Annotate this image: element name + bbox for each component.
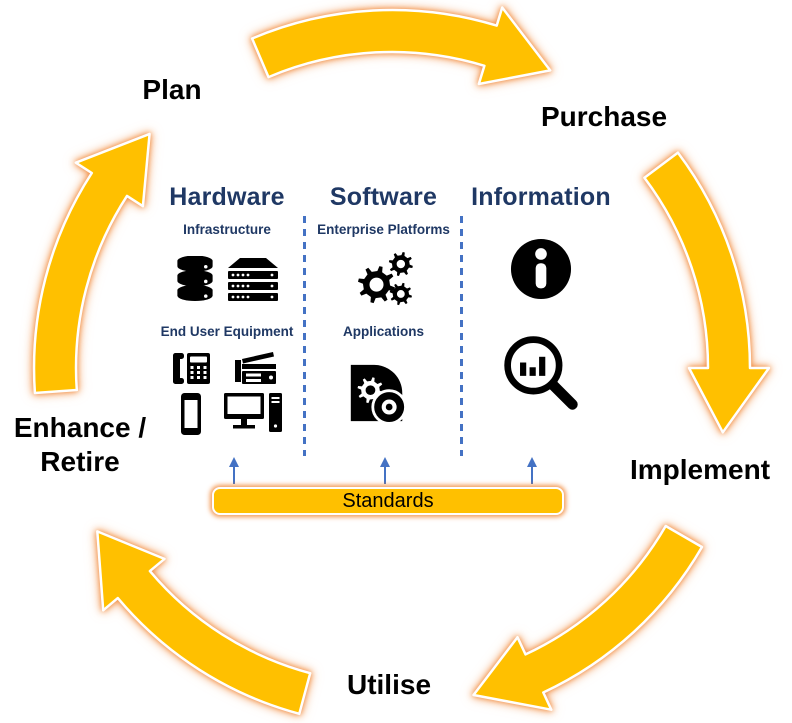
stage-label-implement: Implement — [629, 454, 771, 485]
info-icon — [510, 238, 572, 300]
column-separator-dashed-line — [303, 216, 306, 456]
search-analytics-icon — [504, 336, 578, 410]
desk-phone-icon — [173, 352, 210, 384]
section-label-infrastructure: Infrastructure — [183, 222, 271, 237]
cycle-arrow-plan-to-purchase — [250, 6, 552, 86]
section-label-end-user-equipment: End User Equipment — [160, 324, 294, 339]
stage-label-utilise: Utilise — [346, 669, 432, 700]
cycle-arrow-purchase-to-implement — [643, 151, 771, 434]
enterprise-platforms-icons — [306, 243, 461, 315]
column-title-hardware: Hardware — [169, 183, 285, 211]
standards-arrow-to-hardware — [229, 457, 239, 484]
column-separator-dashed-line — [460, 216, 463, 456]
column-title-software: Software — [329, 183, 438, 211]
section-label-applications: Applications — [342, 324, 424, 339]
desktop-computer-icon — [224, 393, 282, 432]
smartphone-icon — [181, 393, 201, 435]
enhance-retire-line1: Enhance / — [13, 412, 147, 443]
server-rack-icon — [228, 257, 278, 301]
column-title-information: Information — [471, 183, 611, 211]
section-label-enterprise-platforms: Enterprise Platforms — [317, 222, 450, 237]
stage-label-plan: Plan — [142, 74, 202, 105]
gears-icon — [357, 252, 413, 306]
end-user-equipment-icons — [150, 345, 304, 441]
cycle-arrow-utilise-to-enhance-retire — [96, 530, 312, 716]
application-media-icon — [350, 364, 406, 425]
cycle-arrow-enhance-retire-to-plan — [32, 132, 151, 395]
column-software: Software Enterprise Platforms Applicatio… — [306, 183, 461, 441]
copier-printer-icon — [234, 352, 276, 384]
column-hardware: Hardware Infrastructure End Use — [150, 183, 304, 441]
cycle-arrow-implement-to-utilise — [472, 524, 704, 711]
enhance-retire-line2: Retire — [40, 446, 120, 477]
stage-label-purchase: Purchase — [540, 101, 668, 132]
infrastructure-icons — [150, 243, 304, 315]
standards-arrow-to-software — [380, 457, 390, 484]
standards-bar: Standards — [212, 487, 564, 515]
standards-label: Standards — [342, 489, 434, 512]
applications-icons — [306, 345, 461, 441]
stage-label-enhance-retire: Enhance / Retire — [14, 411, 146, 479]
column-information: Information — [462, 183, 620, 415]
standards-arrow-to-information — [527, 457, 537, 484]
database-icon — [177, 256, 213, 302]
